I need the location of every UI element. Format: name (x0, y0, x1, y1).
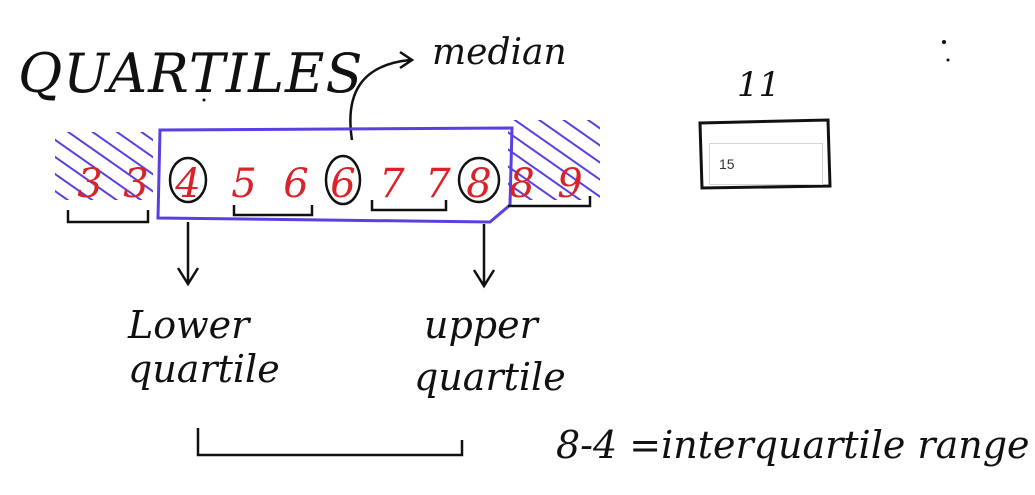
iqr-formula: 8-4 =interquartile range (556, 423, 1030, 467)
diagram-title: QUARTILES (18, 42, 363, 105)
data-value: 3 (77, 161, 102, 207)
lower-quartile-label-line2: quartile (128, 347, 280, 391)
count-mark: 11 (737, 65, 780, 105)
bracket-left-pair (66, 210, 150, 224)
excluded-left-hatch (55, 132, 153, 200)
stray-dot (202, 98, 206, 102)
data-value: 8 (509, 161, 534, 207)
data-value: 7 (425, 161, 451, 207)
median-arrow (349, 58, 411, 141)
lower-quartile-circle (168, 156, 208, 204)
answer-input[interactable] (709, 143, 823, 185)
median-arrow-head (399, 50, 415, 70)
upper-quartile-circle (457, 156, 501, 204)
lower-quartile-label-line1: Lower (127, 303, 252, 347)
stray-dot (942, 40, 946, 44)
data-value: 7 (379, 161, 405, 207)
excluded-right-hatch (508, 120, 600, 200)
middle-half-box (156, 126, 514, 224)
median-circle (324, 154, 362, 206)
stray-dot (946, 58, 950, 62)
upper-quartile-label-line1: upper (424, 303, 541, 347)
data-value: 9 (557, 161, 582, 207)
bracket-upper-middle (370, 200, 448, 212)
median-label: median (432, 32, 567, 73)
data-value: 3 (123, 161, 148, 207)
data-value: 5 (231, 161, 256, 207)
answer-box-outline (698, 118, 832, 190)
upper-quartile-arrow (472, 224, 496, 289)
interquartile-bracket (196, 428, 464, 457)
lower-quartile-arrow (176, 222, 200, 287)
data-value: 6 (283, 161, 308, 207)
bracket-right-pair (508, 196, 592, 208)
upper-quartile-label-line2: quartile (414, 355, 566, 399)
bracket-lower-middle (232, 205, 314, 217)
